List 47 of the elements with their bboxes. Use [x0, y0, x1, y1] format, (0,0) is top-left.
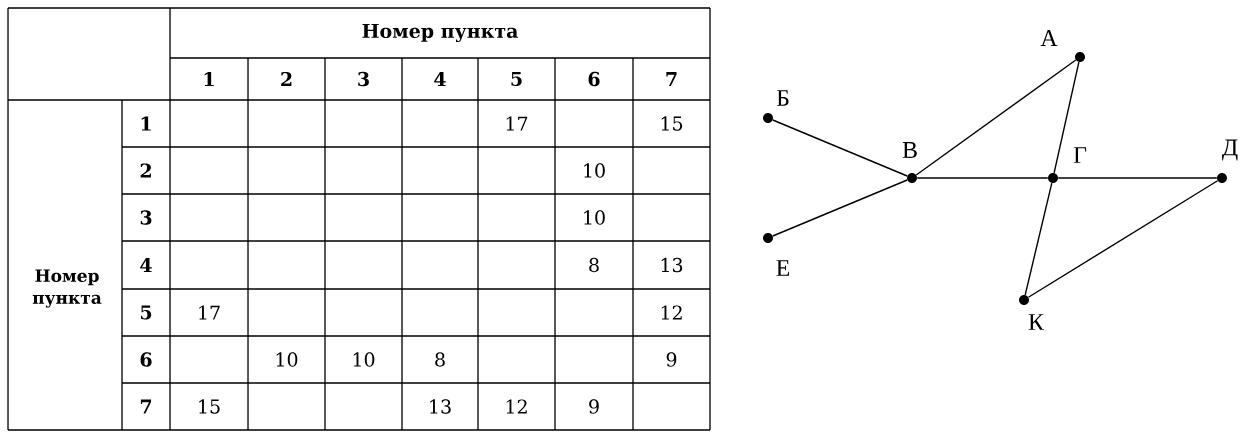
header-cell: 6	[588, 71, 600, 87]
header-cell: 2	[281, 71, 292, 87]
table-cell: 10	[353, 352, 375, 367]
table-cell: 8	[435, 352, 445, 367]
vertex-label: А	[1040, 30, 1058, 46]
header-cell: 5	[140, 305, 152, 320]
vertex-label: Д	[1221, 139, 1238, 161]
vertex-label: В	[902, 142, 917, 158]
header-cell: 4	[434, 71, 446, 87]
header-cell: Номер пункта	[32, 269, 102, 308]
header-cell: 5	[511, 71, 522, 87]
graph-edge	[772, 179, 908, 237]
table-cell: 17	[506, 116, 528, 131]
graph-edge	[1057, 177, 1218, 179]
graph-edge	[772, 119, 908, 177]
graph-edge	[915, 59, 1077, 176]
table-cell: 12	[661, 305, 682, 320]
table-cell: 17	[199, 305, 220, 320]
vertex-label: К	[1028, 314, 1045, 330]
table-cell: 15	[661, 116, 683, 131]
header-cell: Номер пункта	[362, 23, 518, 43]
vertex-label: Е	[776, 260, 790, 276]
header-cell: 3	[358, 71, 369, 87]
header-cell: 6	[140, 352, 152, 367]
header-cell: 7	[666, 72, 677, 86]
header-cell: 2	[140, 163, 151, 178]
header-cell: 4	[140, 257, 152, 273]
table-cell: 13	[430, 399, 451, 414]
header-cell: 3	[140, 210, 152, 225]
table-cell: 15	[199, 399, 220, 414]
table-cell: 12	[506, 399, 527, 414]
header-cell: 1	[141, 116, 151, 131]
table-cell: 10	[584, 163, 605, 178]
vertex-label: Б	[776, 90, 789, 106]
table-cell: 10	[276, 352, 298, 367]
header-cell: 1	[204, 71, 214, 87]
header-cell: 7	[140, 399, 152, 414]
table-cell: 13	[661, 257, 683, 273]
graph-edge	[1053, 61, 1080, 174]
vertex-label: Г	[1073, 147, 1087, 163]
table-cell: 9	[666, 352, 677, 367]
graph-edge	[916, 177, 1049, 179]
table-cell: 8	[589, 257, 599, 273]
graph-edge	[1024, 182, 1053, 296]
graph-edge	[1027, 180, 1219, 298]
table-cell: 9	[589, 399, 599, 414]
table-cell: 10	[584, 210, 605, 225]
